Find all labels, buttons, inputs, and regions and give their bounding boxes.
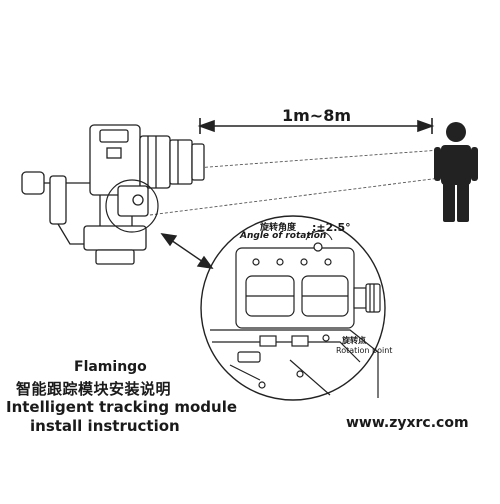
tracking-field-lines <box>149 149 441 216</box>
title-cn: 智能跟踪模块安装说明 <box>16 380 172 398</box>
distance-label: 1m~8m <box>282 106 352 125</box>
title-en-line1: Intelligent tracking module <box>6 398 238 416</box>
angle-label-cn: 旋转角度 <box>260 223 297 233</box>
rotation-arc <box>305 230 333 241</box>
module-highlight-circle <box>105 179 159 233</box>
angle-value: :±2.5° <box>312 221 351 234</box>
title-en-line2: install instruction <box>30 417 180 435</box>
angle-label-en: Angle of rotation <box>240 231 327 241</box>
rotation-point-cn: 旋转点 <box>342 336 366 345</box>
rotation-point-en: Rotation point <box>336 346 393 355</box>
website-url: www.zyxrc.com <box>346 415 469 431</box>
person-icon <box>434 122 478 222</box>
product-name: Flamingo <box>74 359 147 375</box>
zoom-circle <box>200 215 386 401</box>
distance-arrow <box>197 118 435 134</box>
tracking-module-icon <box>210 242 381 398</box>
zoom-arrow <box>160 233 214 269</box>
camera-gimbal-icon <box>21 124 205 265</box>
